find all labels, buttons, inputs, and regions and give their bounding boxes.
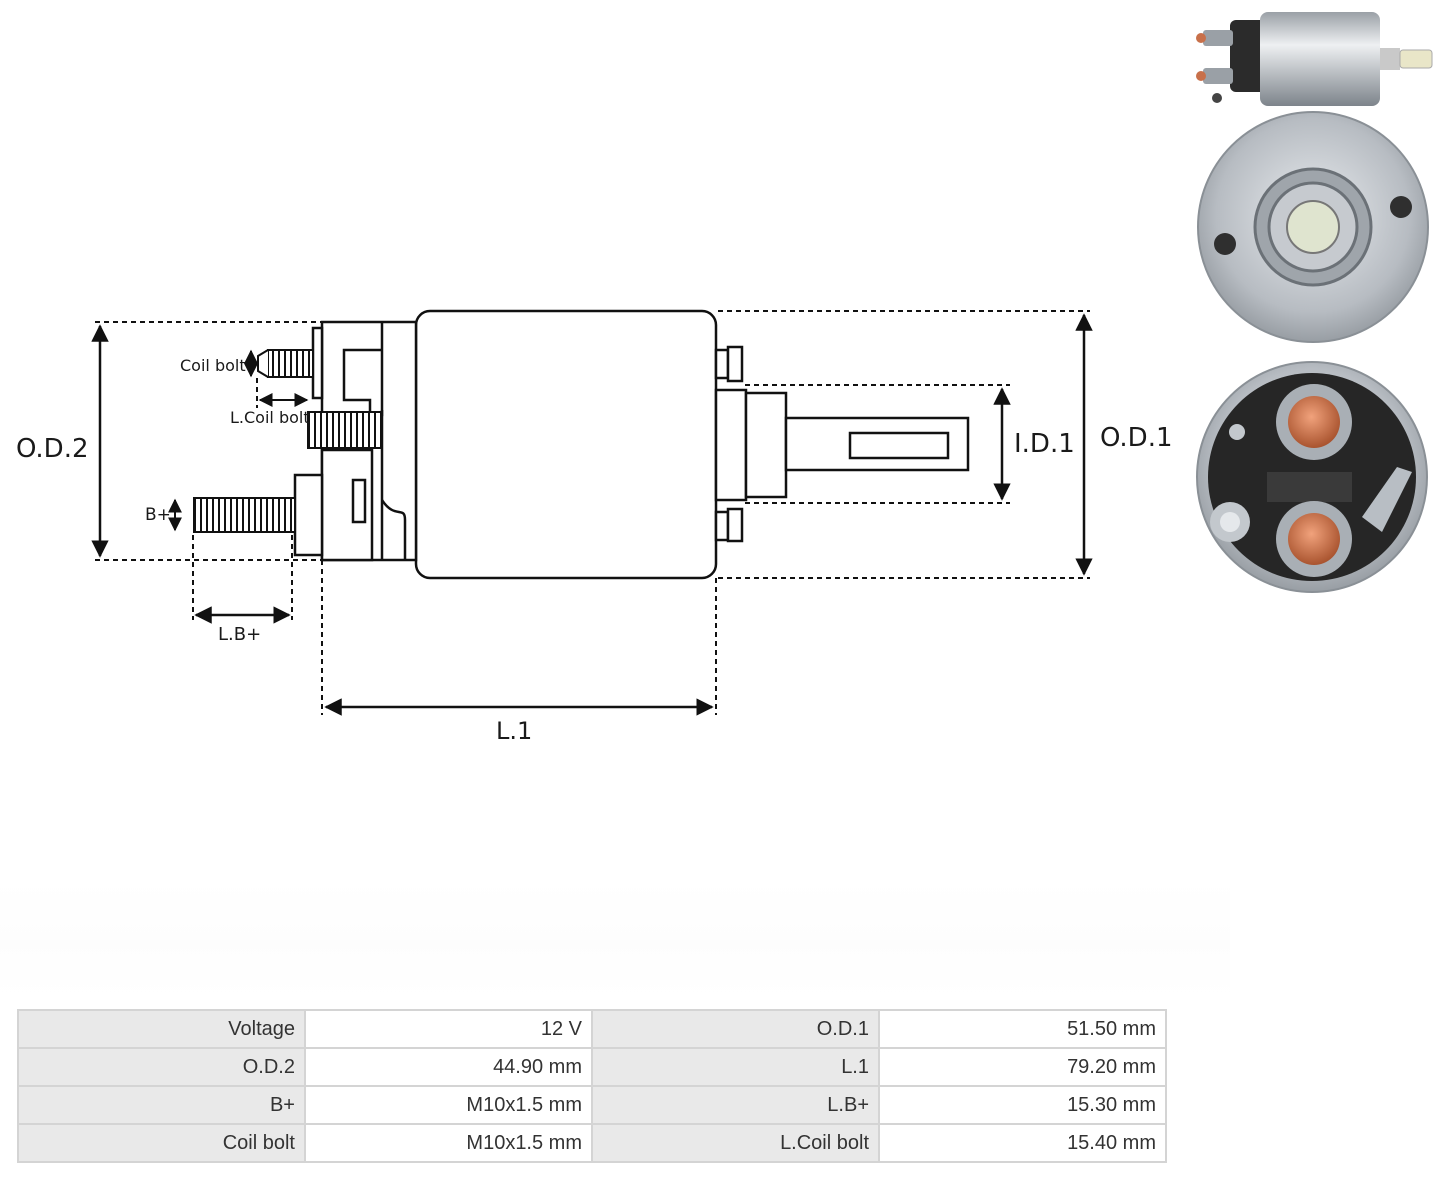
label-id1: I.D.1 [1014,429,1075,459]
spec-value: 12 V [304,1009,593,1049]
table-row: B+ M10x1.5 mm L.B+ 15.30 mm [17,1085,1167,1125]
spec-value: 44.90 mm [304,1047,593,1087]
table-row: Coil bolt M10x1.5 mm L.Coil bolt 15.40 m… [17,1123,1167,1163]
spec-value: 15.30 mm [878,1085,1167,1125]
spec-key: Coil bolt [17,1123,306,1163]
spec-key: O.D.2 [17,1047,306,1087]
spec-key: Voltage [17,1009,306,1049]
spec-key: L.1 [591,1047,880,1087]
extension-lines [95,310,1090,715]
background-band [0,880,1230,1000]
label-od2: O.D.2 [16,434,89,464]
spec-key: L.Coil bolt [591,1123,880,1163]
spec-key: L.B+ [591,1085,880,1125]
label-coil-bolt: Coil bolt [180,356,246,375]
label-bplus: B+ [145,505,171,525]
spec-value: 51.50 mm [878,1009,1167,1049]
label-l-coil-bolt: L.Coil bolt [230,408,310,427]
spec-value: M10x1.5 mm [304,1123,593,1163]
dimension-arrows [91,313,1093,716]
product-photo-terminals [1196,361,1428,593]
label-l1: L.1 [496,717,532,745]
product-photo-side [1196,12,1433,106]
spec-table: Voltage 12 V O.D.1 51.50 mm O.D.2 44.90 … [17,1009,1167,1163]
spec-value: M10x1.5 mm [304,1085,593,1125]
spec-value: 79.20 mm [878,1047,1167,1087]
label-lb: L.B+ [218,624,261,645]
table-row: Voltage 12 V O.D.1 51.50 mm [17,1009,1167,1049]
solenoid-diagram: O.D.2 O.D.1 I.D.1 L.1 L.B+ B+ Coil bolt … [16,12,1433,745]
spec-key: O.D.1 [591,1009,880,1049]
solenoid-body [293,309,970,580]
product-photo-rear [1197,111,1429,343]
label-od1: O.D.1 [1100,423,1173,453]
table-row: O.D.2 44.90 mm L.1 79.20 mm [17,1047,1167,1087]
bolt-threads [193,349,383,533]
spec-key: B+ [17,1085,306,1125]
spec-value: 15.40 mm [878,1123,1167,1163]
